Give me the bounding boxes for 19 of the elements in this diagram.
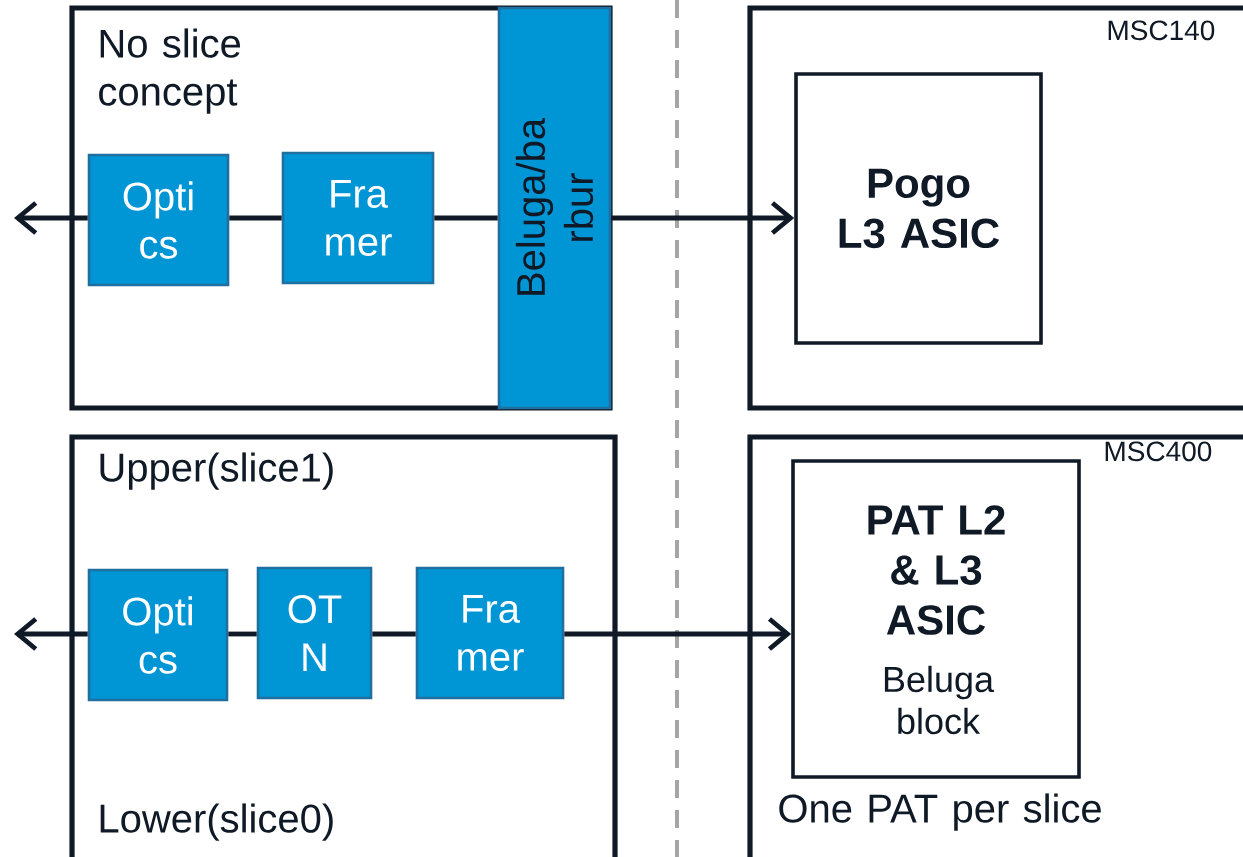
panel-note: Lower(slice0) bbox=[100, 803, 333, 841]
arrow bbox=[564, 617, 792, 651]
arrow bbox=[14, 617, 88, 651]
asic-box: Pogo L3 ASIC bbox=[794, 72, 1043, 345]
block-box: Opti cs bbox=[87, 153, 230, 287]
arrow bbox=[611, 201, 795, 235]
panel-heading: Upper(slice1) bbox=[100, 452, 333, 490]
panel-heading: MSC140 bbox=[1108, 20, 1215, 41]
panel-heading: No slice concept bbox=[99, 28, 241, 114]
panel-note: One PAT per slice bbox=[779, 793, 1101, 831]
block-label: PAT L2 & L3 ASIC bbox=[868, 505, 1005, 635]
block-box: Fra mer bbox=[415, 566, 565, 700]
block-box: Opti cs bbox=[87, 568, 229, 702]
arrow bbox=[14, 201, 88, 235]
block-label: Beluga block bbox=[884, 665, 994, 735]
panel-heading: MSC400 bbox=[1105, 441, 1212, 462]
vertical-bar: Beluga/ba rbur bbox=[497, 6, 612, 410]
block-box: OT N bbox=[256, 566, 373, 700]
block-box: Fra mer bbox=[281, 151, 435, 285]
